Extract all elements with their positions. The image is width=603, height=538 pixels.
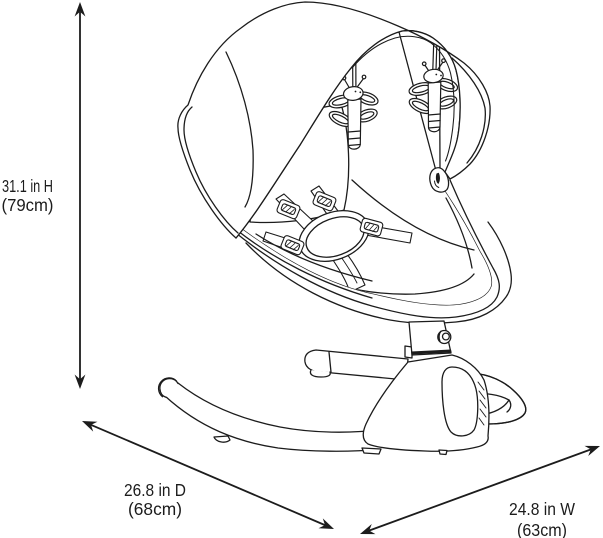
svg-text:(68cm): (68cm) — [128, 499, 182, 519]
svg-text:(79cm): (79cm) — [2, 195, 54, 215]
svg-text:31.1 in H: 31.1 in H — [2, 176, 53, 196]
svg-text:24.8 in W: 24.8 in W — [509, 499, 575, 519]
svg-text:26.8 in D: 26.8 in D — [124, 480, 186, 500]
svg-text:(63cm): (63cm) — [517, 520, 567, 538]
